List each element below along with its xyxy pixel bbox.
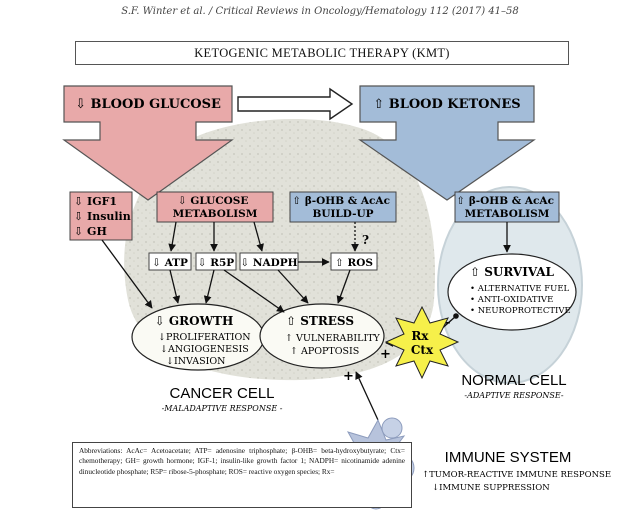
growth-item: ↓PROLIFERATION	[158, 332, 251, 343]
svg-text:↓PROLIFERATION ↓ANGIOGENES: ↓PROLIFERATION ↓ANGIOGENESIS ↓INVASION	[158, 332, 254, 367]
bohb-buildup-line1: ⇧ β-OHB & AcAc	[292, 195, 390, 207]
atp-label: ⇩ ATP	[152, 257, 188, 269]
arrow-ros-stress	[336, 269, 351, 304]
svg-text:⇧ β-OHB & AcAc BUILD-UP: ⇧ β-OHB & AcAc BUILD-UP	[292, 195, 393, 220]
rx-label: Rx	[411, 329, 429, 343]
hormones-box	[69, 191, 133, 241]
abbreviations-box: Abbreviations: AcAc= Acetoacetate; ATP= …	[72, 442, 412, 508]
normal-cell-label: NORMAL CELL	[461, 372, 566, 389]
survival-item: • ANTI-OXIDATIVE	[470, 295, 553, 305]
hormone-insulin: ⇩ Insulin	[74, 210, 131, 223]
glucose-to-ketones-arrow	[237, 87, 354, 121]
blood-ketones-label: ⇧ BLOOD KETONES	[373, 97, 520, 112]
hormone-igf1: ⇩ IGF1	[74, 195, 117, 208]
rx-starburst	[384, 305, 460, 380]
normal-cell-sub: -ADAPTIVE RESPONSE-	[464, 391, 563, 400]
immune-item: ↓IMMUNE SUPPRESSION	[432, 483, 550, 493]
arrow-nadph-stress	[277, 269, 309, 304]
bohb-metabolism-line2: METABOLISM	[465, 208, 550, 220]
arrow-immune-stress	[355, 371, 379, 421]
svg-text:• ALTERNATIVE FUEL • ANTI-: • ALTERNATIVE FUEL • ANTI-OXIDATIVE • NE…	[470, 284, 572, 316]
glucose-metabolism-box	[156, 191, 274, 223]
bohb-metabolism-line1: ⇧ β-OHB & AcAc	[456, 195, 554, 207]
blood-ketones-arrow	[358, 85, 536, 201]
ros-label: ⇧ ROS	[335, 257, 373, 269]
stress-ellipse	[259, 303, 385, 369]
plus-sign-rx: +	[380, 347, 391, 362]
svg-text:⇧ β-OHB & AcAc METABOLISM: ⇧ β-OHB & AcAc METABOLISM	[456, 195, 557, 220]
svg-text:Rx Ctx: Rx Ctx	[411, 329, 434, 357]
glucose-metabolism-line1: ⇩ GLUCOSE	[178, 195, 248, 207]
blood-glucose-arrow	[62, 85, 234, 201]
arrow-glucmet-nadph	[253, 221, 264, 252]
bohb-buildup-box	[289, 191, 397, 223]
arrow-atp-growth	[169, 269, 181, 304]
arrow-r5p-growth	[203, 269, 215, 304]
hormone-gh: ⇩ GH	[74, 225, 107, 238]
r5p-label: ⇩ R5P	[198, 257, 234, 269]
cancer-cell-sub: -MALADAPTIVE RESPONSE -	[162, 404, 283, 413]
bohb-buildup-line2: BUILD-UP	[312, 208, 373, 220]
nadph-label: ⇩ NADPH	[240, 257, 297, 269]
arrow-hormones-growth	[101, 239, 153, 309]
diagram-title: KETOGENIC METABOLIC THERAPY (KMT)	[75, 41, 569, 65]
r5p-box	[195, 252, 237, 271]
glucose-metabolism-line2: METABOLISM	[173, 208, 258, 220]
stress-item: ↑ APOPTOSIS	[290, 346, 359, 357]
growth-item: ↓INVASION	[166, 356, 225, 367]
journal-header: S.F. Winter et al. / Critical Reviews in…	[121, 6, 519, 17]
svg-text:⇩ GLUCOSE METABOLISM: ⇩ GLUCOSE METABOLISM	[173, 195, 258, 220]
cancer-cell-label: CANCER CELL	[169, 385, 274, 402]
growth-item: ↓ANGIOGENESIS	[160, 344, 249, 355]
svg-text:⇩ IGF1 ⇩ Insulin ⇩ GH: ⇩ IGF1 ⇩ Insulin ⇩ GH	[74, 195, 135, 238]
arrow-r5p-stress	[223, 269, 285, 313]
bohb-metabolism-box	[454, 191, 560, 223]
ctx-label: Ctx	[411, 343, 434, 357]
stress-title: ⇧ STRESS	[286, 314, 354, 328]
inhibit-dot	[453, 313, 459, 319]
stress-item: ↑ VULNERABILITY	[285, 333, 381, 344]
survival-item: • ALTERNATIVE FUEL	[470, 284, 570, 294]
arrow-glucmet-atp	[168, 221, 177, 252]
minus-sign: –	[444, 315, 451, 330]
svg-text:↑TUMOR-REACTIVE IMMUNE RESPONS: ↑TUMOR-REACTIVE IMMUNE RESPONSE ↓IMMUNE …	[422, 470, 614, 493]
growth-title: ⇩ GROWTH	[155, 314, 234, 328]
svg-text:↑ VULNERABILITY ↑ APOPTOSI: ↑ VULNERABILITY ↑ APOPTOSIS	[285, 333, 383, 357]
plus-sign-immune: +	[343, 369, 354, 384]
survival-ellipse	[447, 253, 577, 331]
ros-box	[330, 252, 378, 271]
blood-glucose-label: ⇩ BLOOD GLUCOSE	[75, 97, 221, 112]
immune-item: ↑TUMOR-REACTIVE IMMUNE RESPONSE	[422, 470, 611, 480]
ros-question-mark: ?	[362, 233, 369, 247]
survival-title: ⇧ SURVIVAL	[470, 265, 555, 279]
survival-item: • NEUROPROTECTIVE	[470, 306, 571, 316]
immune-system-label: IMMUNE SYSTEM	[445, 449, 572, 466]
